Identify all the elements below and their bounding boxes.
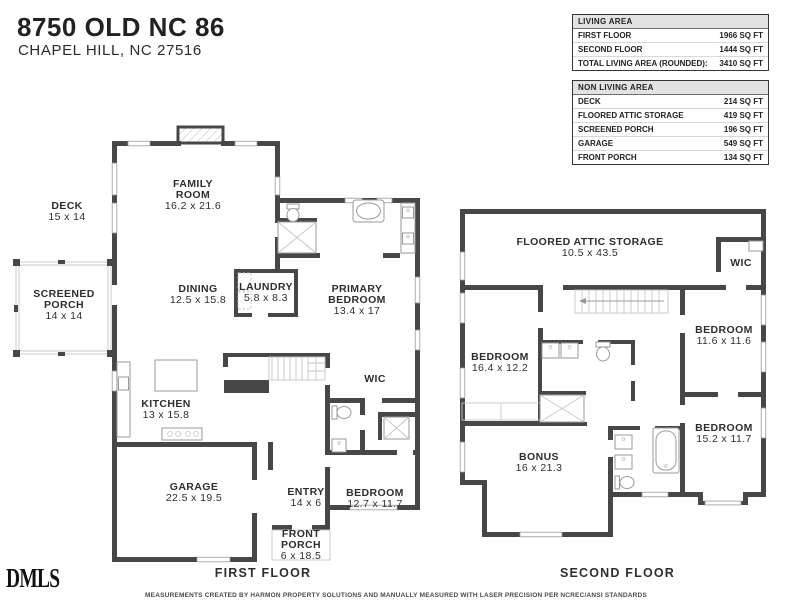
disclaimer-text: MEASUREMENTS CREATED BY HARMON PROPERTY … xyxy=(145,592,647,599)
room-label-deck: DECK 15 x 14 xyxy=(48,200,86,223)
first-floor-drawing xyxy=(13,125,421,563)
room-label-screened-porch: SCREENED PORCH 14 x 14 xyxy=(33,288,95,322)
row-label: SCREENED PORCH xyxy=(578,125,654,134)
dmls-logo: DMLS xyxy=(6,563,60,593)
living-area-table-header: LIVING AREA xyxy=(573,15,768,29)
room-label-dining: DINING 12.5 x 15.8 xyxy=(169,283,227,306)
room-label-family-room: FAMILY ROOM 16.2 x 21.6 xyxy=(164,178,222,212)
room-label-bedroom: BEDROOM 12.7 x 11.7 xyxy=(346,487,404,510)
washer-dryer-icon xyxy=(237,272,252,310)
table-row: FLOORED ATTIC STORAGE 419 SQ FT xyxy=(573,109,768,123)
stairs-icon xyxy=(574,289,669,314)
row-value: 3410 SQ FT xyxy=(719,59,763,68)
second-floor-drawing xyxy=(459,209,767,538)
room-label-wic: WIC xyxy=(364,373,386,385)
bathtub-icon xyxy=(352,199,385,223)
kitchen-counter-icon xyxy=(116,359,203,441)
windows xyxy=(459,251,767,538)
vanity-sinks-icon xyxy=(400,202,416,254)
row-value: 549 SQ FT xyxy=(723,139,763,148)
shower-icon xyxy=(383,416,410,440)
vanity-sinks-icon xyxy=(541,342,579,359)
screened-porch-outline xyxy=(13,259,114,357)
row-value: 1966 SQ FT xyxy=(719,31,763,40)
table-row-total: TOTAL LIVING AREA (ROUNDED): 3410 SQ FT xyxy=(573,57,768,70)
row-label: SECOND FLOOR xyxy=(578,45,643,54)
row-label: DECK xyxy=(578,97,601,106)
room-label-bedroom-11: BEDROOM 11.6 x 11.6 xyxy=(695,324,753,347)
row-label: FIRST FLOOR xyxy=(578,31,632,40)
table-row: DECK 214 SQ FT xyxy=(573,95,768,109)
row-value: 419 SQ FT xyxy=(723,111,763,120)
non-living-area-table-header: NON LIVING AREA xyxy=(573,81,768,95)
room-label-laundry: LAUNDRY 5.8 x 8.3 xyxy=(239,281,293,304)
fireplace-icon xyxy=(176,125,225,145)
non-living-area-table: NON LIVING AREA DECK 214 SQ FT FLOORED A… xyxy=(572,80,769,165)
toilet-icon xyxy=(331,405,352,420)
front-porch-outline xyxy=(271,529,331,561)
room-label-wic: WIC xyxy=(730,257,752,269)
toilet-icon xyxy=(286,203,300,222)
table-row: SECOND FLOOR 1444 SQ FT xyxy=(573,43,768,57)
living-area-table: LIVING AREA FIRST FLOOR 1966 SQ FT SECON… xyxy=(572,14,769,71)
table-row: GARAGE 549 SQ FT xyxy=(573,137,768,151)
page-subtitle: CHAPEL HILL, NC 27516 xyxy=(18,42,202,59)
second-floor-plan: FLOORED ATTIC STORAGE 10.5 x 43.5 WIC BE… xyxy=(450,195,790,565)
closet-shelf-icon xyxy=(748,240,764,252)
room-label-front-porch: FRONT PORCH 6 x 18.5 xyxy=(280,528,322,562)
table-row: FRONT PORCH 134 SQ FT xyxy=(573,151,768,164)
room-label-bonus: BONUS 16 x 21.3 xyxy=(515,451,563,474)
walls xyxy=(112,141,420,562)
room-label-bedroom-15: BEDROOM 15.2 x 11.7 xyxy=(695,422,753,445)
row-label: FRONT PORCH xyxy=(578,153,637,162)
row-value: 1444 SQ FT xyxy=(719,45,763,54)
sink-icon xyxy=(331,438,347,453)
row-label: FLOORED ATTIC STORAGE xyxy=(578,111,684,120)
room-label-garage: GARAGE 22.5 x 19.5 xyxy=(165,481,223,504)
table-row: SCREENED PORCH 196 SQ FT xyxy=(573,123,768,137)
vanity-sinks-icon xyxy=(614,434,633,470)
bathtub-icon xyxy=(652,427,680,474)
room-label-entry: ENTRY 14 x 6 xyxy=(287,486,325,509)
room-label-primary-bedroom: PRIMARY BEDROOM 13.4 x 17 xyxy=(328,283,386,317)
page-title: 8750 OLD NC 86 xyxy=(17,12,225,42)
toilet-icon xyxy=(614,475,635,490)
row-value: 196 SQ FT xyxy=(723,125,763,134)
shower-icon xyxy=(277,221,317,254)
row-value: 214 SQ FT xyxy=(723,97,763,106)
toilet-icon xyxy=(595,341,611,362)
table-row: FIRST FLOOR 1966 SQ FT xyxy=(573,29,768,43)
row-label: TOTAL LIVING AREA (ROUNDED): xyxy=(578,59,708,68)
room-label-bedroom-16: BEDROOM 16.4 x 12.2 xyxy=(471,351,529,374)
room-label-kitchen: KITCHEN 13 x 15.8 xyxy=(141,398,191,421)
row-value: 134 SQ FT xyxy=(723,153,763,162)
second-floor-caption: SECOND FLOOR xyxy=(559,566,676,580)
closet-icon xyxy=(461,402,541,421)
first-floor-caption: FIRST FLOOR xyxy=(214,566,312,580)
stairs-icon xyxy=(268,356,326,381)
row-label: GARAGE xyxy=(578,139,614,148)
shower-icon xyxy=(539,394,585,423)
room-label-attic: FLOORED ATTIC STORAGE 10.5 x 43.5 xyxy=(516,236,664,259)
first-floor-plan: DECK 15 x 14 SCREENED PORCH 14 x 14 FAMI… xyxy=(10,125,440,565)
